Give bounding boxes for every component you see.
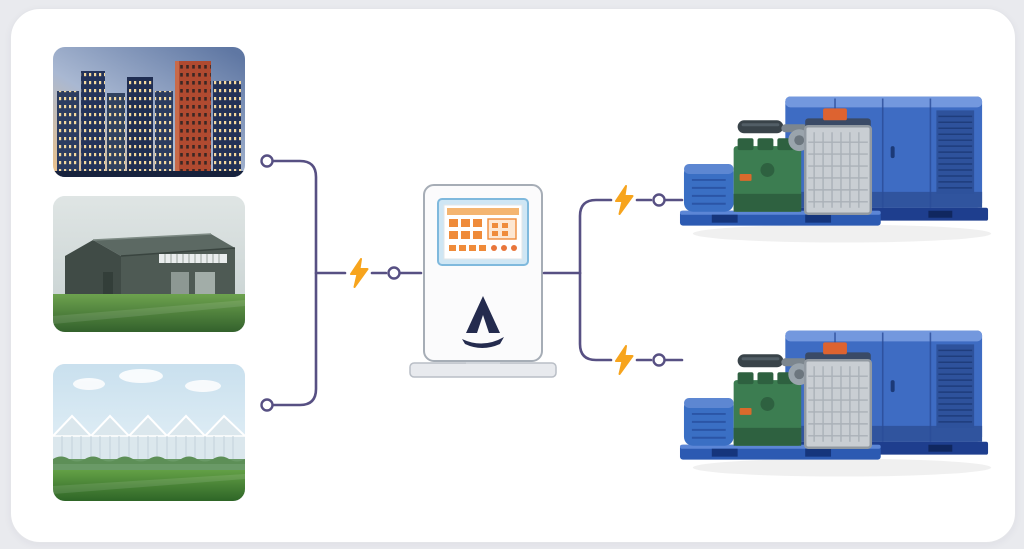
diesel-generator-2 <box>678 316 996 491</box>
photo-greenhouse-complex <box>53 364 245 501</box>
mow-stripe <box>53 300 245 324</box>
controller-screen <box>437 198 529 266</box>
grass <box>53 294 245 332</box>
ats-control-cabinet <box>408 183 558 381</box>
warehouse-illustration <box>53 196 245 332</box>
greenhouse-illustration <box>53 364 245 501</box>
dark-towers <box>57 71 241 177</box>
residential-buildings-illustration <box>53 47 245 177</box>
brand-logo-icon <box>462 296 504 348</box>
cabinet-base <box>409 362 557 378</box>
mow-stripe <box>53 474 245 494</box>
photo-residential-buildings <box>53 47 245 177</box>
foreground-grass <box>53 470 245 501</box>
greenhouse-rows <box>53 414 245 470</box>
photo-industrial-warehouse <box>53 196 245 332</box>
red-tower <box>175 61 211 177</box>
street-silhouette <box>53 171 245 177</box>
warehouse-building <box>65 233 236 294</box>
clouds <box>73 369 221 392</box>
diesel-generator-1 <box>678 82 996 257</box>
